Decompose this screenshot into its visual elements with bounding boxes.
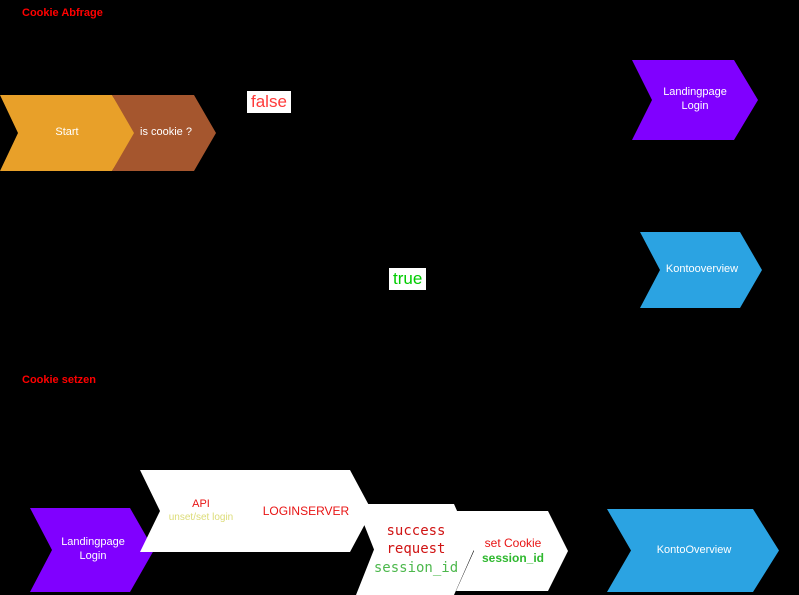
shape-api-title: API	[192, 497, 210, 510]
branch-label-true: true	[389, 268, 427, 290]
shape-set-cookie-line1: set Cookie	[484, 536, 542, 550]
shape-kontooverview-bottom-label: KontoOverview	[656, 543, 732, 556]
shape-api: API unset/set login	[140, 470, 260, 552]
branch-label-false: false	[247, 91, 291, 113]
section-label-cookie-setzen: Cookie setzen	[22, 374, 96, 386]
shape-success-line1: success	[386, 523, 446, 540]
shape-landingpage-login-bottom-line1: Landingpage	[61, 536, 125, 549]
shape-set-cookie: set Cookie session_id	[456, 511, 568, 591]
shape-landingpage-login-top: Landingpage Login	[632, 60, 758, 140]
shape-landingpage-login-bottom: Landingpage Login	[30, 508, 154, 592]
shape-success-line3: session_id	[373, 559, 459, 576]
shape-kontooverview-top-label: Kontooverview	[665, 263, 739, 276]
shape-landingpage-login-bottom-line2: Login	[79, 550, 107, 562]
shape-landingpage-login-top-line2: Login	[681, 100, 709, 112]
shape-api-subtitle: unset/set login	[168, 511, 234, 523]
shape-start: Start	[0, 95, 136, 171]
section-label-cookie-abfrage: Cookie Abfrage	[22, 7, 103, 19]
shape-landingpage-login-top-line1: Landingpage	[663, 86, 727, 99]
shape-loginserver-label: LOGINSERVER	[262, 503, 350, 518]
shape-is-cookie-label: is cookie ?	[140, 126, 192, 139]
shape-success-line2: request	[386, 541, 446, 558]
shape-kontooverview-top: Kontooverview	[640, 232, 762, 308]
shape-success-request: success request session_id	[356, 504, 474, 595]
shape-set-cookie-line2: session_id	[481, 551, 545, 565]
shape-start-label: Start	[55, 126, 79, 139]
shape-kontooverview-bottom: KontoOverview	[607, 509, 779, 592]
